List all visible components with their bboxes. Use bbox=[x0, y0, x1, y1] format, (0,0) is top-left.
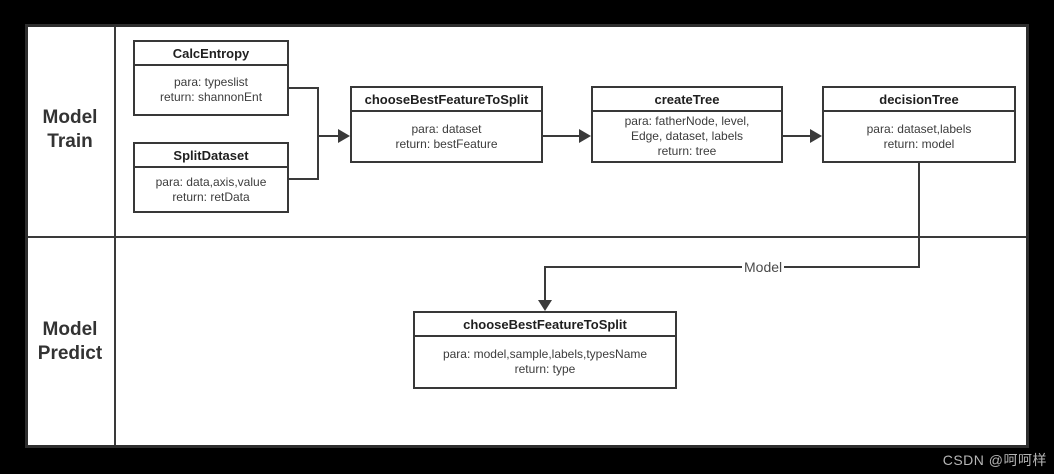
box-title: chooseBestFeatureToSplit bbox=[352, 88, 541, 112]
box-line: return: retData bbox=[172, 189, 250, 204]
box-body: para: fatherNode, level, Edge, dataset, … bbox=[593, 112, 781, 161]
box-line: para: data,axis,value bbox=[155, 174, 267, 189]
arrowhead-into-choosebest bbox=[338, 129, 350, 143]
connector-bracket-vertical bbox=[317, 87, 319, 180]
box-body: para: dataset,labels return: model bbox=[824, 112, 1014, 161]
connector-splitdataset-out bbox=[289, 178, 319, 180]
box-body: para: typeslist return: shannonEnt bbox=[135, 66, 287, 114]
box-line: para: dataset bbox=[411, 121, 482, 136]
box-body: para: dataset return: bestFeature bbox=[352, 112, 541, 161]
connector-createtree-decisiontree bbox=[783, 135, 810, 137]
box-line: return: model bbox=[883, 136, 955, 151]
box-create-tree: createTree para: fatherNode, level, Edge… bbox=[591, 86, 783, 163]
connector-model-horizontal bbox=[544, 266, 920, 268]
section-label-line: Predict bbox=[37, 343, 103, 364]
connector-model-down bbox=[544, 266, 546, 302]
box-body: para: data,axis,value return: retData bbox=[135, 168, 287, 211]
connector-to-choosebest bbox=[317, 135, 339, 137]
arrowhead-into-createtree bbox=[579, 129, 591, 143]
box-line: Edge, dataset, labels bbox=[630, 129, 744, 143]
box-title: CalcEntropy bbox=[135, 42, 287, 66]
box-decision-tree: decisionTree para: dataset,labels return… bbox=[822, 86, 1016, 163]
box-line: return: tree bbox=[657, 144, 717, 158]
box-line: para: typeslist bbox=[173, 75, 249, 89]
box-split-dataset: SplitDataset para: data,axis,value retur… bbox=[133, 142, 289, 213]
box-body: para: model,sample,labels,typesName retu… bbox=[415, 337, 675, 387]
box-title: chooseBestFeatureToSplit bbox=[415, 313, 675, 337]
section-label-line: Model bbox=[42, 319, 98, 340]
box-line: return: shannonEnt bbox=[159, 90, 263, 104]
section-label-line: Train bbox=[47, 131, 93, 152]
arrowhead-into-predict-box bbox=[538, 300, 552, 311]
box-title: decisionTree bbox=[824, 88, 1014, 112]
box-line: return: type bbox=[514, 362, 576, 376]
arrowhead-into-decisiontree bbox=[810, 129, 822, 143]
connector-calcentropy-out bbox=[289, 87, 319, 89]
row-divider bbox=[28, 236, 1026, 238]
connector-decisiontree-down bbox=[918, 162, 920, 268]
box-line: para: fatherNode, level, bbox=[624, 114, 750, 128]
connector-choosebest-createtree bbox=[543, 135, 579, 137]
section-label-line: Model bbox=[42, 107, 98, 128]
box-line: para: dataset,labels bbox=[866, 121, 972, 136]
connector-model-label: Model bbox=[742, 259, 785, 275]
section-label-model-predict: Model Predict bbox=[25, 318, 115, 366]
section-label-model-train: Model Train bbox=[25, 106, 115, 154]
csdn-watermark: CSDN @呵呵样 bbox=[942, 452, 1047, 468]
box-choose-best-feature-train: chooseBestFeatureToSplit para: dataset r… bbox=[350, 86, 543, 163]
box-title: SplitDataset bbox=[135, 144, 287, 168]
box-line: para: model,sample,labels,typesName bbox=[442, 347, 648, 361]
box-calc-entropy: CalcEntropy para: typeslist return: shan… bbox=[133, 40, 289, 116]
box-choose-best-feature-predict: chooseBestFeatureToSplit para: model,sam… bbox=[413, 311, 677, 389]
box-line: return: bestFeature bbox=[395, 136, 498, 151]
box-title: createTree bbox=[593, 88, 781, 112]
